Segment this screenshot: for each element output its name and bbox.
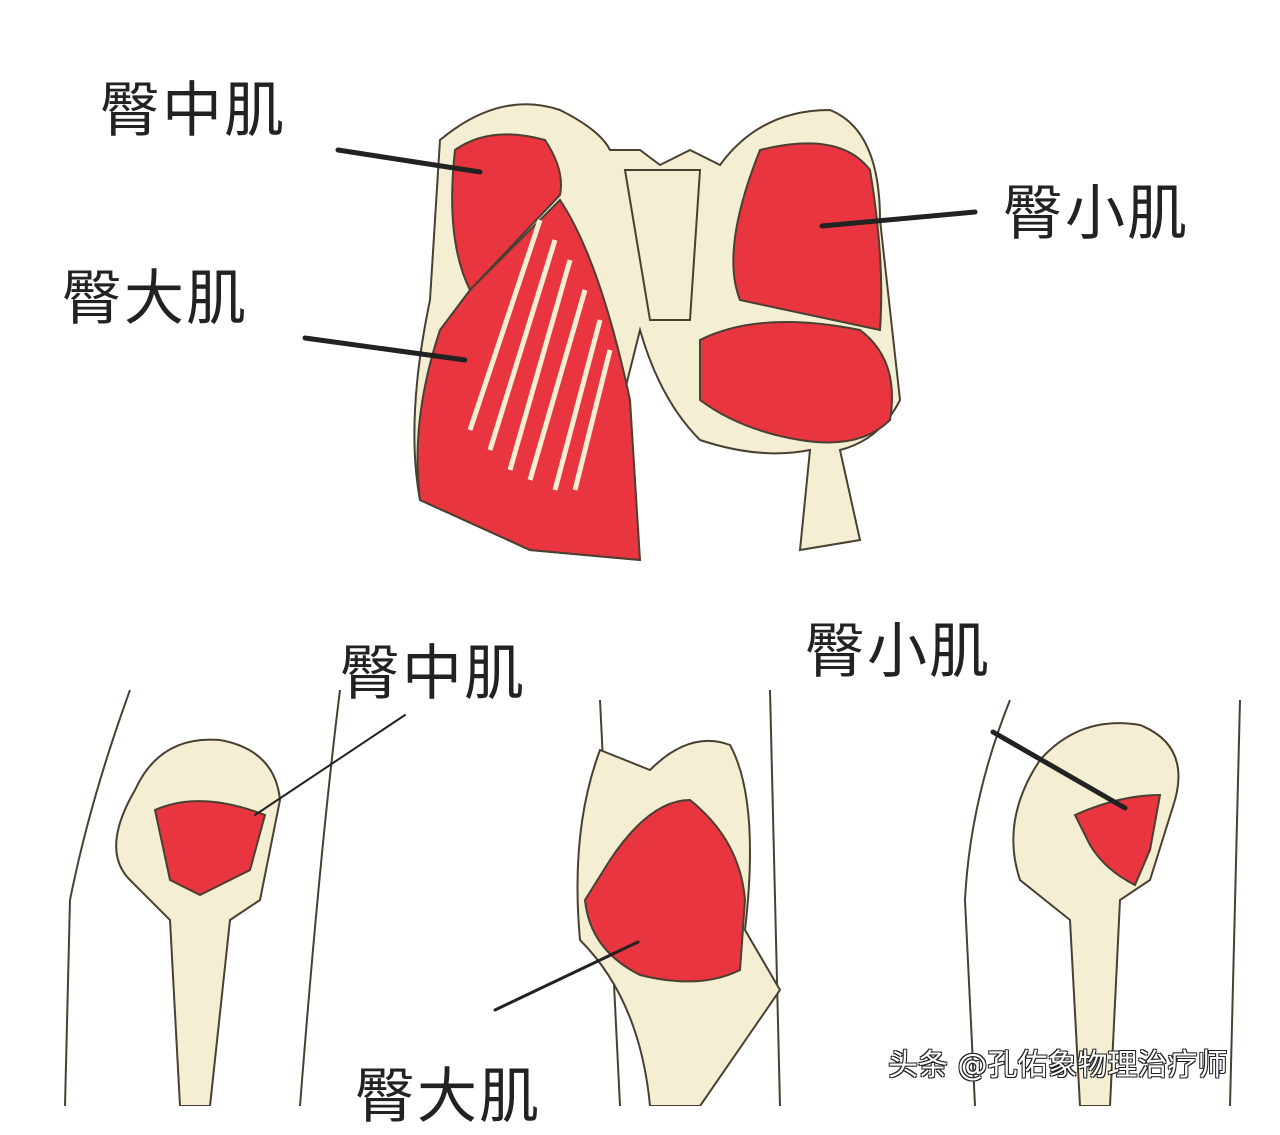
bottom-left-view <box>64 689 341 1106</box>
right-gluteus-minimus <box>732 142 883 332</box>
pelvis-bone <box>115 738 282 1106</box>
gluteus-minimus <box>1073 793 1162 887</box>
bottom-right-view <box>963 699 1241 1106</box>
gluteal-muscles-diagram <box>64 103 1241 1106</box>
label-bottom-gluteus-minimus: 臀小肌 <box>805 617 991 687</box>
pointer-lines <box>254 147 1128 1012</box>
sacrum <box>623 169 702 321</box>
label-bottom-gluteus-medius: 臀中肌 <box>340 639 526 709</box>
bottom-middle-view <box>576 689 782 1106</box>
right-gluteus-medius <box>699 321 893 444</box>
gluteus-medius <box>153 800 267 897</box>
label-top-gluteus-minimus: 臀小肌 <box>1003 179 1189 249</box>
left-muscle-fibers <box>467 219 613 491</box>
label-top-gluteus-medius: 臀中肌 <box>100 76 286 146</box>
top-posterior-view <box>413 103 902 562</box>
gluteus-maximus <box>583 798 747 983</box>
label-top-gluteus-maximus: 臀大肌 <box>62 264 248 334</box>
watermark: 头条 @孔佑象物理治疗师 <box>888 1048 1228 1083</box>
label-bottom-gluteus-maximus: 臀大肌 <box>355 1062 541 1132</box>
